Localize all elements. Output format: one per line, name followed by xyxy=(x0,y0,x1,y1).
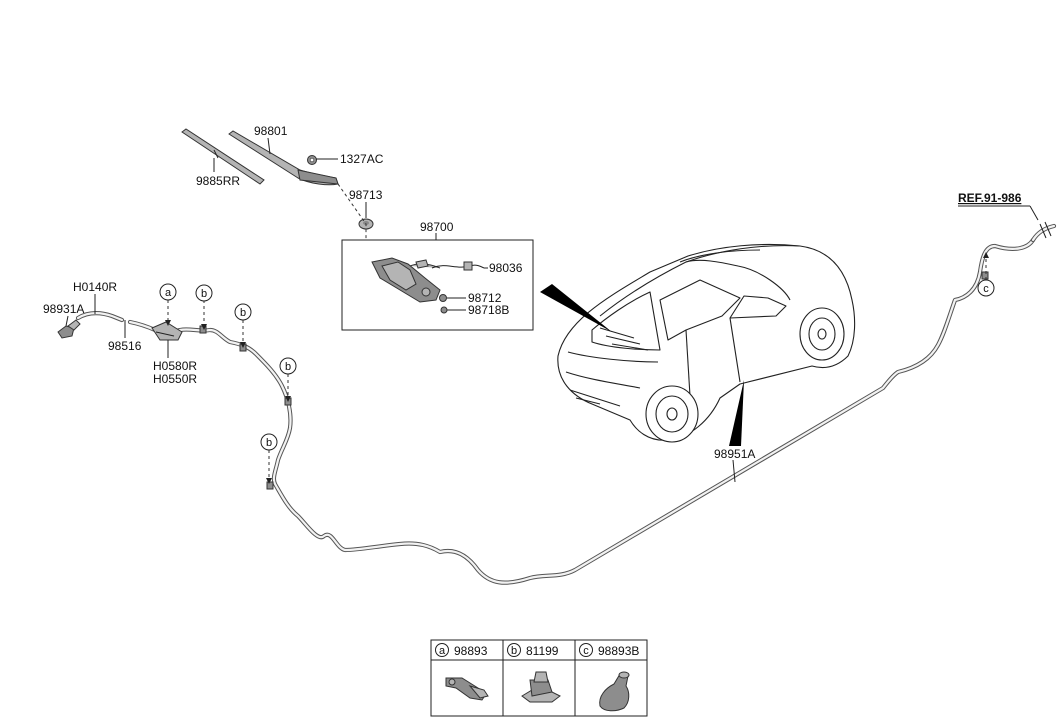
wiper-arm-98801[interactable] xyxy=(228,130,339,186)
wiper-motor[interactable] xyxy=(371,257,441,303)
pointer-wedge xyxy=(540,284,744,446)
svg-text:b: b xyxy=(201,288,207,300)
svg-text:81199: 81199 xyxy=(526,644,559,658)
label-98516[interactable]: 98516 xyxy=(108,339,142,353)
callout-c[interactable]: c xyxy=(977,279,995,297)
callout-b[interactable]: b xyxy=(279,357,297,375)
washer-hose-98951A[interactable] xyxy=(157,237,1036,585)
connector-98036[interactable] xyxy=(415,259,485,271)
svg-text:b: b xyxy=(511,645,517,657)
bolt-98718B[interactable] xyxy=(440,306,448,314)
label-H0550R[interactable]: H0550R xyxy=(153,372,197,386)
clip-98893-icon xyxy=(445,677,489,701)
hose-end-connector xyxy=(1030,221,1057,243)
svg-text:a: a xyxy=(165,287,172,299)
callout-a[interactable]: a xyxy=(159,283,177,301)
svg-text:98893: 98893 xyxy=(454,644,488,658)
label-H0580R[interactable]: H0580R xyxy=(153,359,197,373)
vehicle-illustration xyxy=(557,243,856,443)
grommet-98893B-icon xyxy=(599,671,630,712)
label-98951A[interactable]: 98951A xyxy=(714,447,755,461)
hose-98516[interactable] xyxy=(75,311,158,333)
label-98718B[interactable]: 98718B xyxy=(468,303,509,317)
label-9885RR[interactable]: 9885RR xyxy=(196,174,240,188)
svg-text:b: b xyxy=(266,437,272,449)
legend-cell-b[interactable]: b 81199 xyxy=(507,643,561,703)
label-98801[interactable]: 98801 xyxy=(254,124,288,138)
label-98036[interactable]: 98036 xyxy=(489,261,523,275)
legend-cell-c[interactable]: c 98893B xyxy=(579,643,640,712)
callout-arrows xyxy=(165,252,989,484)
callout-b[interactable]: b xyxy=(234,303,252,321)
nozzle-98931A[interactable] xyxy=(57,319,81,339)
nut-1327AC[interactable] xyxy=(307,155,317,165)
label-ref-91-986[interactable]: REF.91-986 xyxy=(958,191,1022,205)
label-98712[interactable]: 98712 xyxy=(468,291,502,305)
svg-text:c: c xyxy=(583,645,589,657)
svg-text:b: b xyxy=(285,361,291,373)
connector-H0580R[interactable] xyxy=(151,321,183,341)
legend-cell-a[interactable]: a 98893 xyxy=(435,643,489,701)
svg-text:b: b xyxy=(240,307,246,319)
label-98713[interactable]: 98713 xyxy=(349,188,383,202)
label-98931A[interactable]: 98931A xyxy=(43,302,84,316)
wiper-blade-9885RR[interactable] xyxy=(181,128,265,185)
label-98700[interactable]: 98700 xyxy=(420,220,454,234)
leader-lines xyxy=(65,137,1039,483)
svg-text:c: c xyxy=(983,283,989,295)
callout-b[interactable]: b xyxy=(195,284,213,302)
svg-text:98893B: 98893B xyxy=(598,644,639,658)
motor-box-98700 xyxy=(341,239,534,331)
svg-text:a: a xyxy=(439,645,446,657)
callout-b[interactable]: b xyxy=(260,433,278,451)
label-H0140R[interactable]: H0140R xyxy=(73,280,117,294)
washer-98712[interactable] xyxy=(439,294,447,302)
clip-81199-icon xyxy=(521,671,561,703)
label-1327AC[interactable]: 1327AC xyxy=(340,152,384,166)
